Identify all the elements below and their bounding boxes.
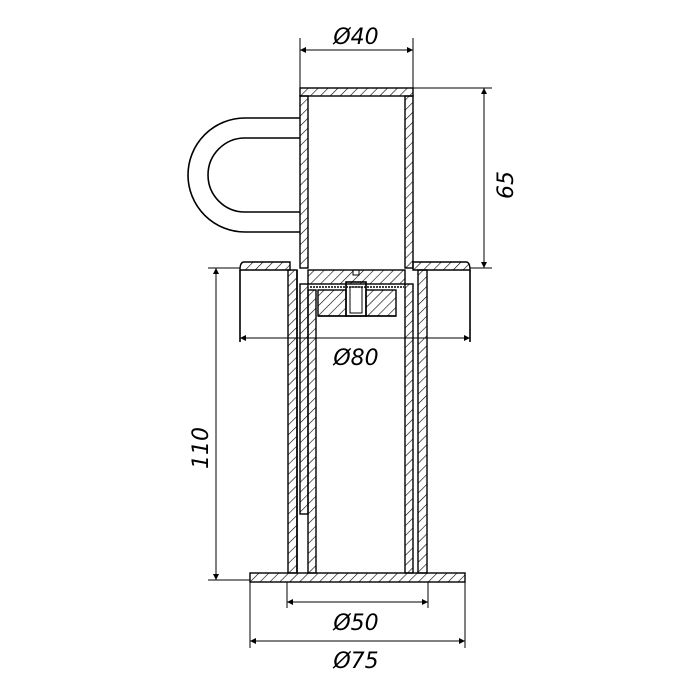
collar-plate: [239, 261, 471, 342]
dim-upper-height: 65: [413, 87, 519, 269]
dim-label: 65: [494, 171, 519, 199]
dim-collar-diameter: Ø80: [240, 335, 470, 371]
dim-lower-height: 110: [189, 267, 250, 581]
lock-mechanism: [307, 269, 406, 317]
dim-label: Ø50: [332, 611, 378, 636]
dim-base-diameter: Ø75: [249, 582, 466, 674]
dim-label: 110: [189, 427, 214, 469]
upper-tube: [299, 87, 414, 269]
dim-inner-diameter: Ø50: [286, 582, 429, 636]
dim-label: Ø80: [332, 346, 378, 371]
dim-label: Ø40: [332, 25, 378, 50]
base-plate: [249, 572, 466, 583]
dim-top-diameter: Ø40: [299, 25, 414, 88]
u-handle: [187, 117, 300, 233]
dim-label: Ø75: [332, 649, 378, 674]
